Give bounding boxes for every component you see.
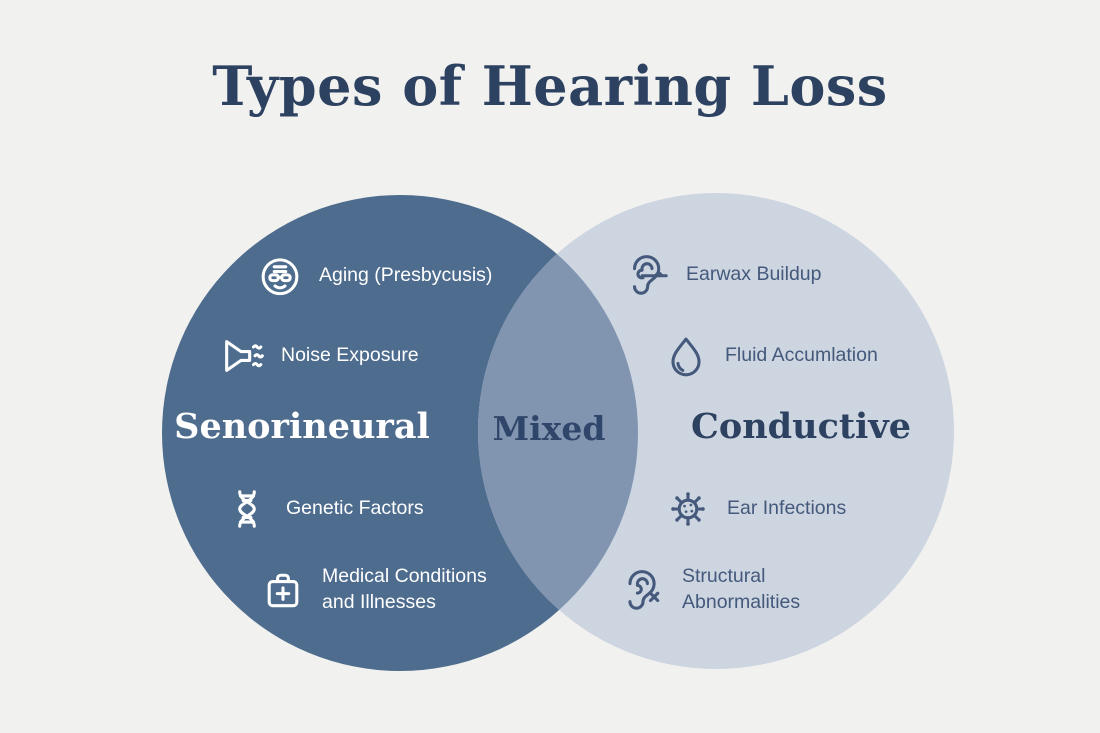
page-title: Types of Hearing Loss — [212, 54, 888, 118]
right-circle-title: Conductive — [691, 406, 911, 447]
item-label: Structural Abnormalities — [682, 565, 801, 613]
dna-icon — [224, 486, 270, 532]
droplet-icon — [663, 333, 709, 379]
item-label: Ear Infections — [727, 497, 847, 520]
item-label: Fluid Accumlation — [725, 344, 878, 367]
item-label: Earwax Buildup — [686, 263, 822, 286]
item-label: Genetic Factors — [286, 497, 424, 520]
venn-overlap-region — [478, 195, 638, 669]
medical-bag-icon — [260, 567, 306, 613]
item-label: Aging (Presbycusis) — [319, 264, 493, 287]
item-label: Medical Conditions and Illnesses — [322, 565, 487, 613]
left-circle-title: Senorineural — [174, 406, 430, 447]
list-item-genetic: Genetic Factors — [224, 486, 424, 532]
old-man-icon — [257, 253, 303, 299]
list-item-structural: Structural Abnormalities — [620, 565, 852, 613]
list-item-medical: Medical Conditions and Illnesses — [260, 565, 522, 613]
ear-wax-icon — [624, 252, 670, 298]
list-item-fluid: Fluid Accumlation — [663, 333, 878, 379]
item-label: Noise Exposure — [281, 344, 419, 367]
speaker-noise-icon — [219, 333, 265, 379]
overlap-title: Mixed — [492, 409, 606, 448]
list-item-aging: Aging (Presbycusis) — [257, 253, 492, 299]
ear-x-icon — [620, 567, 666, 613]
list-item-noise: Noise Exposure — [219, 333, 419, 379]
list-item-earwax: Earwax Buildup — [624, 252, 822, 298]
list-item-infections: Ear Infections — [665, 486, 846, 532]
virus-icon — [665, 486, 711, 532]
